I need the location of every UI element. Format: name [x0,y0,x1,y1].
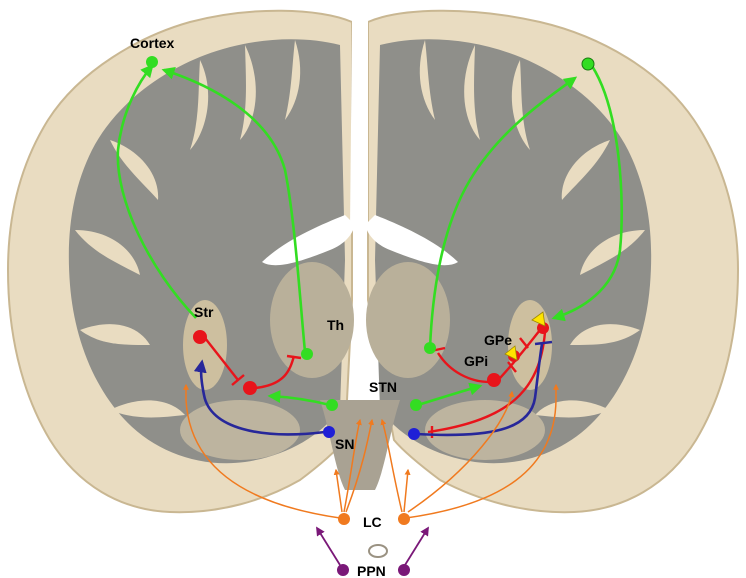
label-str: Str [194,304,214,320]
sn-to-str-right-bar [534,340,553,346]
gpi-to-th-left-bar [286,354,302,360]
lc-right-to-gpi-path [407,390,515,513]
lc-left-to-mid-path [345,418,375,513]
label-lc: LC [363,514,382,530]
label-th: Th [327,317,344,333]
label-gpi: GPi [464,353,488,369]
right-striatum-region [508,300,552,390]
node-gpi-right [487,373,501,387]
blue-pathways [193,340,553,437]
str-right-to-gpi-path [499,329,541,379]
node-gpe-right [537,322,549,334]
node-lc-left [338,513,350,525]
lc-left-to-sn-path [333,468,343,513]
lc-left-to-stn-path [343,418,362,513]
left-thalamus-region [270,262,354,378]
node-str-left [193,330,207,344]
label-cortex: Cortex [130,35,175,51]
node-stn-left [326,399,338,411]
node-ppn-right [398,564,410,576]
left-ventricle [262,215,355,266]
label-ppn: PPN [357,563,386,578]
node-ppn-left [337,564,349,576]
brain-section [6,9,740,558]
ppn-right-to-lc-path [404,526,429,566]
sn-to-str-left-path [193,359,326,436]
th-right-to-cortex-path [428,76,578,349]
node-lc-right [398,513,410,525]
node-stn-right [410,399,422,411]
third-ventricle [352,280,368,400]
right-ventricle [365,215,458,266]
right-temporal-region [425,400,545,460]
node-th-left [301,348,313,360]
stn-right-to-gpi-path [417,382,483,407]
purple-pathways [316,526,429,566]
lc-left-to-str-path [183,383,341,519]
orange-pathways [183,383,559,519]
lesion-marker-gpe [531,311,546,327]
gpe-gpi-bar-2 [507,361,517,373]
node-cortex-left [146,56,158,68]
node-cortex-right [581,57,595,71]
lc-right-to-sn-path [403,468,411,513]
right-gyri [419,40,645,453]
longitudinal-fissure [350,20,368,230]
th-to-cortex-path [161,67,307,353]
str-to-gpi-left-bar [231,374,245,386]
str-to-cortex-path [116,64,197,319]
nodes [146,56,595,576]
node-gpi-left [243,381,257,395]
label-gpe: GPe [484,332,512,348]
stn-left-to-gpi-path [267,390,331,407]
node-th-right [424,342,436,354]
gpi-to-th-left-path [254,355,296,390]
lc-right-to-stn-path [380,418,403,513]
right-white-matter [375,39,652,464]
gpi-to-th-right-path [436,352,491,384]
cortex-right-to-gpe-path [551,65,624,322]
gpe-gpi-bar-1 [519,337,529,349]
str-to-gpi-left-path [204,337,239,381]
left-temporal-region [180,400,300,460]
label-sn: SN [335,436,354,452]
node-sn-right [408,428,420,440]
aqueduct [368,544,388,558]
label-stn: STN [369,379,397,395]
lesion-marker-gpi [504,345,518,361]
brainstem [320,400,400,490]
ppn-left-to-lc-path [316,526,341,566]
node-sn-left [323,426,335,438]
green-pathways [116,64,624,407]
lc-right-to-str-path [405,383,559,519]
sn-to-str-right-path [415,343,544,437]
